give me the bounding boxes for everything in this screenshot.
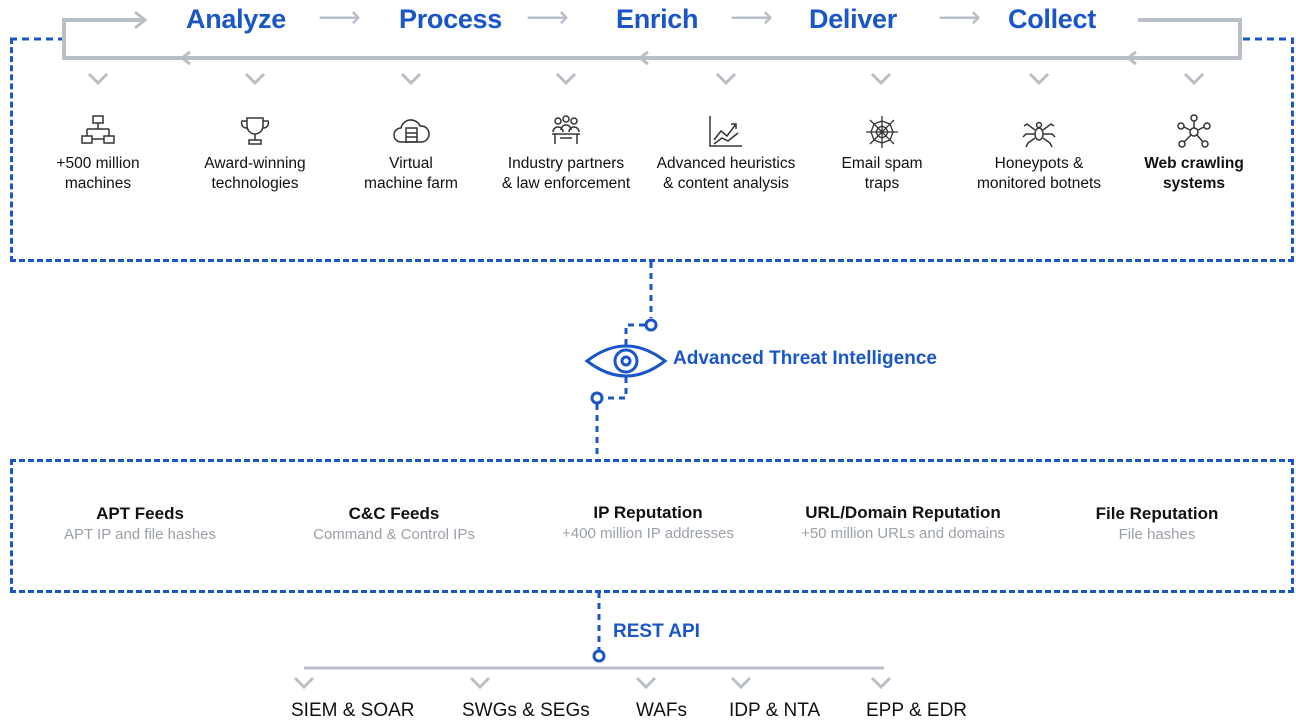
feed-desc: +50 million URLs and domains bbox=[801, 525, 1005, 542]
source-label-line1: Advanced heuristics bbox=[656, 155, 796, 172]
consumer-idp-nta: IDP & NTA bbox=[729, 700, 821, 721]
source-award: Award-winning technologies bbox=[175, 112, 335, 194]
source-web-crawling: Web crawling systems bbox=[1114, 112, 1274, 194]
feed-desc: APT IP and file hashes bbox=[63, 526, 217, 543]
trend-chart-icon bbox=[709, 116, 742, 147]
feed-desc: File hashes bbox=[1118, 526, 1196, 543]
source-label-line2: machine farm bbox=[364, 175, 458, 192]
source-label-line2: traps bbox=[864, 175, 900, 192]
chevron-down-icon bbox=[87, 72, 109, 86]
stage-enrich: Enrich bbox=[616, 4, 699, 34]
consumer-swgs-segs: SWGs & SEGs bbox=[462, 700, 590, 721]
graph-nodes-icon bbox=[1177, 114, 1211, 148]
center-title: Advanced Threat Intelligence bbox=[673, 348, 937, 369]
stage-deliver: Deliver bbox=[809, 4, 897, 34]
source-chevrons bbox=[87, 72, 1205, 86]
feed-desc: Command & Control IPs bbox=[313, 526, 475, 543]
feed-apt: APT Feeds APT IP and file hashes bbox=[10, 503, 270, 545]
source-machines: +500 million machines bbox=[18, 112, 178, 194]
source-honeypots: Honeypots & monitored botnets bbox=[959, 112, 1119, 194]
chevron-down-icon bbox=[1183, 72, 1205, 86]
people-icon bbox=[552, 115, 580, 144]
feed-url-domain-reputation: URL/Domain Reputation +50 million URLs a… bbox=[773, 502, 1033, 544]
source-spam-traps: Email spam traps bbox=[802, 112, 962, 194]
source-partners: Industry partners & law enforcement bbox=[486, 112, 646, 194]
source-label-line1: Honeypots & bbox=[994, 155, 1084, 172]
spider-web-icon bbox=[866, 116, 898, 148]
data-sources-box bbox=[10, 38, 1294, 262]
arrow-right-icon: ⟶ bbox=[938, 0, 982, 35]
chevron-down-icon bbox=[635, 676, 657, 690]
source-label-line1: Industry partners bbox=[507, 155, 625, 172]
source-label-line2: machines bbox=[64, 175, 132, 192]
feeds-box bbox=[10, 459, 1294, 593]
source-heuristics: Advanced heuristics & content analysis bbox=[646, 112, 806, 194]
source-label-line1: Email spam bbox=[841, 155, 923, 172]
top-box-top-edges bbox=[10, 37, 1294, 41]
feed-file-reputation: File Reputation File hashes bbox=[1027, 503, 1287, 545]
cloud-server-icon bbox=[393, 119, 430, 143]
source-label-line2: monitored botnets bbox=[976, 175, 1102, 192]
stage-process: Process bbox=[399, 4, 502, 34]
source-label-line2: technologies bbox=[211, 175, 299, 192]
chevron-down-icon bbox=[293, 676, 315, 690]
feed-name: IP Reputation bbox=[593, 503, 703, 522]
chevron-down-icon bbox=[870, 676, 892, 690]
trophy-icon bbox=[240, 117, 270, 145]
consumer-epp-edr: EPP & EDR bbox=[866, 700, 968, 721]
arrow-right-icon: ⟶ bbox=[318, 0, 362, 35]
feed-cnc: C&C Feeds Command & Control IPs bbox=[264, 503, 524, 545]
source-label-line1: +500 million bbox=[56, 155, 140, 172]
network-icon bbox=[81, 115, 115, 144]
feed-name: C&C Feeds bbox=[348, 504, 440, 523]
source-label-line1: Web crawling bbox=[1144, 155, 1244, 172]
rest-api-label: REST API bbox=[613, 621, 700, 642]
stage-analyze: Analyze bbox=[186, 4, 286, 34]
stage-collect: Collect bbox=[1008, 4, 1096, 34]
source-vm-farm: Virtual machine farm bbox=[331, 112, 491, 194]
feed-name: File Reputation bbox=[1095, 504, 1219, 523]
chevron-down-icon bbox=[870, 72, 892, 86]
feed-desc: +400 million IP addresses bbox=[562, 525, 734, 542]
chevron-down-icon bbox=[244, 72, 266, 86]
source-label-line2: systems bbox=[1162, 175, 1226, 192]
chevron-down-icon bbox=[469, 676, 491, 690]
source-label-line1: Award-winning bbox=[204, 155, 306, 172]
feed-name: URL/Domain Reputation bbox=[805, 503, 1001, 522]
consumer-siem-soar: SIEM & SOAR bbox=[291, 700, 415, 721]
chevron-down-icon bbox=[715, 72, 737, 86]
source-label-line1: Virtual bbox=[389, 155, 433, 172]
chevron-down-icon bbox=[1028, 72, 1050, 86]
chevron-down-icon bbox=[730, 676, 752, 690]
consumer-wafs: WAFs bbox=[636, 700, 688, 721]
feed-ip-reputation: IP Reputation +400 million IP addresses bbox=[518, 502, 778, 544]
arrow-right-icon: ⟶ bbox=[730, 0, 774, 35]
feed-name: APT Feeds bbox=[96, 504, 184, 523]
chevron-down-icon bbox=[555, 72, 577, 86]
eye-icon bbox=[584, 344, 668, 378]
arrow-right-icon: ⟶ bbox=[526, 0, 570, 35]
spider-icon bbox=[1022, 121, 1056, 148]
source-label-line2: & content analysis bbox=[663, 175, 789, 192]
source-label-line2: & law enforcement bbox=[501, 175, 631, 192]
chevron-down-icon bbox=[400, 72, 422, 86]
